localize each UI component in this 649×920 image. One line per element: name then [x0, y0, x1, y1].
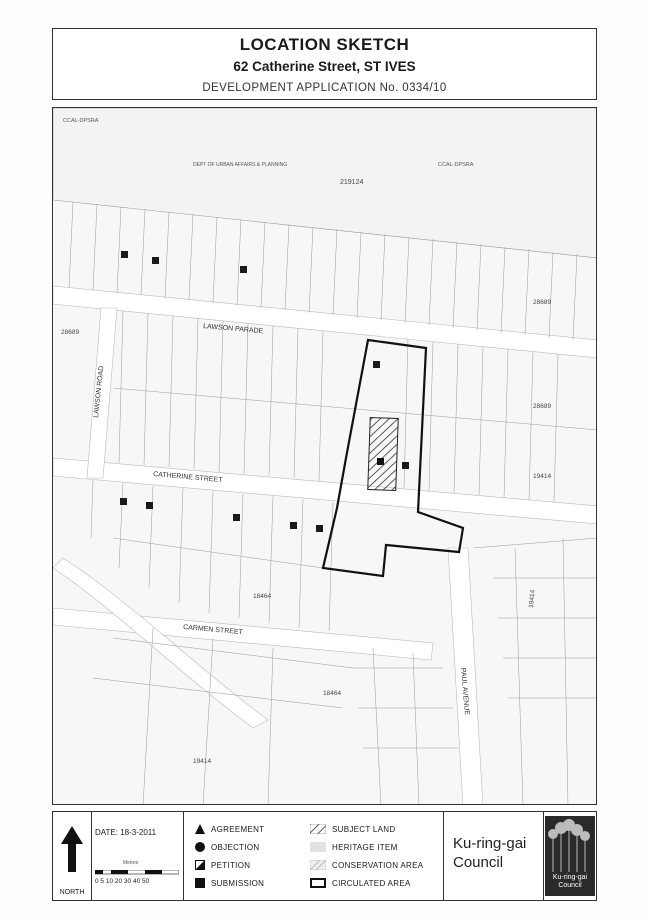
legend-objection: OBJECTION — [195, 842, 259, 852]
legend-agreement: AGREEMENT — [195, 824, 264, 834]
legend-heritage-item-label: HERITAGE ITEM — [332, 842, 398, 852]
tree-logo-icon — [548, 819, 590, 872]
lawson-parade-road — [53, 285, 596, 359]
logo-text: Ku-ring-gai Council — [545, 874, 595, 890]
label-lawson-parade: LAWSON PARADE — [203, 323, 264, 335]
lot-lines-row1 — [68, 201, 578, 341]
council-name-box: Ku-ring-gai Council — [443, 812, 544, 900]
label-dp-28689-c: 28689 — [533, 403, 551, 410]
date-scale-box: DATE: 18-3-2011 Metres 0 5 10 20 30 40 5… — [91, 812, 184, 900]
north-arrow-box: NORTH — [53, 812, 92, 900]
submission-marker — [240, 266, 247, 273]
catherine-street-road — [53, 457, 596, 525]
legend-conservation-area: CONSERVATION AREA — [309, 859, 424, 871]
submission-marker — [316, 525, 323, 532]
legend-petition: PETITION — [195, 860, 250, 870]
label-ccal-top-right: CCAL-DPSRA — [438, 162, 474, 168]
council-name: Ku-ring-gai Council — [453, 834, 526, 872]
scale-ticks: 0 5 10 20 30 40 50 — [95, 878, 150, 885]
legend-submission-label: SUBMISSION — [211, 878, 265, 888]
label-dp-28689-a: 28689 — [533, 299, 551, 306]
curved-road — [53, 557, 269, 729]
scale-unit-label: Metres — [123, 860, 139, 866]
paul-avenue-road — [447, 547, 484, 804]
light-hatched-box-icon — [309, 859, 327, 871]
submission-marker — [121, 251, 128, 258]
application-number: DEVELOPMENT APPLICATION No. 0334/10 — [202, 82, 447, 94]
half-square-icon — [195, 860, 205, 870]
square-icon — [195, 878, 205, 888]
hatched-box-icon — [309, 823, 327, 835]
council-name-line2: Council — [453, 854, 504, 871]
legend-petition-label: PETITION — [211, 860, 251, 870]
submission-marker — [290, 522, 297, 529]
label-ccal-top-left: CCAL-DPSRA — [63, 118, 99, 124]
submission-marker — [233, 514, 240, 521]
map-canvas: LAWSON PARADE LAWSON ROAD CATHERINE STRE… — [53, 108, 596, 804]
legend-agreement-label: AGREEMENT — [211, 824, 265, 834]
header-panel: LOCATION SKETCH 62 Catherine Street, ST … — [52, 28, 597, 100]
label-paul-avenue: PAUL AVENUE — [459, 668, 470, 716]
triangle-icon — [195, 824, 205, 834]
label-dp-18464-b: 18464 — [323, 690, 341, 697]
circle-icon — [195, 842, 205, 852]
symbol-legend-areas: SUBJECT LAND HERITAGE ITEM CONSERVATION … — [298, 812, 444, 900]
legend-subject-land-label: SUBJECT LAND — [332, 824, 396, 834]
legend-panel: NORTH DATE: 18-3-2011 Metres 0 5 10 20 3… — [52, 811, 597, 901]
submission-marker — [377, 458, 384, 465]
property-address: 62 Catherine Street, ST IVES — [233, 59, 416, 74]
cadastral-map: LAWSON PARADE LAWSON ROAD CATHERINE STRE… — [52, 107, 597, 805]
legend-heritage-item: HERITAGE ITEM — [310, 842, 398, 852]
council-logo: Ku-ring-gai Council — [545, 816, 595, 896]
outline-box-icon — [310, 878, 326, 888]
submission-marker — [402, 462, 409, 469]
label-dp-19414-c: 19414 — [193, 758, 211, 765]
symbol-legend-markers: AGREEMENT OBJECTION PETITION SUBMISSION — [183, 812, 298, 900]
submission-markers — [120, 251, 409, 532]
label-dp-19414-b: 19414 — [528, 589, 537, 608]
scale-bar — [95, 870, 179, 875]
legend-submission: SUBMISSION — [195, 878, 264, 888]
legend-circulated-area-label: CIRCULATED AREA — [332, 878, 411, 888]
label-dp-219124: 219124 — [340, 179, 363, 186]
reserve-block — [53, 108, 596, 259]
dotted-box-icon — [310, 842, 326, 852]
subject-land — [367, 417, 399, 491]
page-title: LOCATION SKETCH — [239, 35, 410, 54]
submission-marker — [373, 361, 380, 368]
label-dp-18464-a: 18464 — [253, 593, 271, 600]
carmen-street-road — [53, 607, 434, 661]
submission-marker — [146, 502, 153, 509]
label-dp-19414-a: 19414 — [533, 473, 551, 480]
north-label: NORTH — [59, 889, 85, 896]
lawson-road-road — [86, 307, 118, 479]
legend-subject-land: SUBJECT LAND — [309, 823, 396, 835]
label-dp-28689-b: 28689 — [61, 329, 79, 336]
date-label: DATE: 18-3-2011 — [95, 828, 157, 837]
logo-text-line2: Council — [558, 882, 582, 889]
legend-objection-label: OBJECTION — [211, 842, 260, 852]
submission-marker — [120, 498, 127, 505]
legend-conservation-area-label: CONSERVATION AREA — [332, 860, 424, 870]
circulated-area-outline — [321, 338, 465, 578]
north-arrow-icon — [61, 826, 83, 872]
council-name-line1: Ku-ring-gai — [453, 835, 527, 852]
logo-text-line1: Ku-ring-gai — [552, 874, 588, 881]
legend-circulated-area: CIRCULATED AREA — [310, 878, 411, 888]
label-dept: DEPT OF URBAN AFFAIRS & PLANNING — [193, 162, 287, 168]
submission-marker — [152, 257, 159, 264]
